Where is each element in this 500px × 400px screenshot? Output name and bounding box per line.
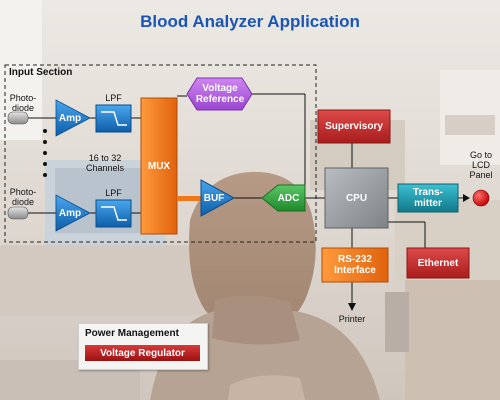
photodiode-bottom-label: Photo- diode: [6, 187, 40, 207]
lpf-bottom-label: LPF: [105, 188, 122, 198]
lcd-panel-label-line2: LCD: [471, 160, 490, 170]
voltage-reference-label: Voltage Reference: [190, 81, 250, 107]
transmitter-label-line1: Trans-: [412, 187, 443, 198]
amp-bottom-label: Amp: [58, 207, 82, 219]
photodiode-top-label: Photo- diode: [6, 93, 40, 113]
photodiode-bottom-label-line1: Photo-: [9, 187, 37, 197]
power-management-title: Power Management: [85, 328, 179, 339]
rs232-shape: [321, 247, 389, 283]
input-section-box: [4, 64, 317, 243]
cpu-label: CPU: [345, 192, 368, 204]
power-management-panel: Power Management Voltage Regulator: [78, 323, 208, 370]
rs232-label: RS-232 Interface: [322, 248, 388, 282]
supervisory-label: Supervisory: [325, 121, 383, 132]
channels-label-line2: Channels: [85, 163, 125, 173]
photodiode-bottom-icon: [7, 206, 29, 220]
lcd-panel-label-line1: Go to: [469, 150, 492, 160]
printer-label: Printer: [338, 314, 366, 324]
amp-top-shape: [55, 99, 91, 137]
channels-label: 16 to 32 Channels: [70, 153, 140, 173]
lpf-top-label: LPF: [105, 93, 122, 103]
voltage-reference-shape: [186, 77, 253, 111]
lcd-panel-label-line3: Panel: [469, 170, 493, 180]
transmitter-shape: [397, 183, 459, 213]
lpf-top-icon: [95, 104, 132, 133]
transmitter-label: Trans- mitter: [398, 184, 458, 212]
amp-top-label: Amp: [58, 112, 82, 124]
voltage-reference-label-line2: Reference: [195, 94, 245, 105]
cpu-shape: [324, 167, 389, 229]
ethernet-label: Ethernet: [417, 257, 459, 269]
rs232-label-line1: RS-232: [338, 254, 372, 265]
rs232-label-line2: Interface: [334, 265, 376, 276]
lcd-panel-label: Go to LCD Panel: [462, 150, 500, 180]
photodiode-top-icon: [7, 111, 29, 125]
amp-bottom-shape: [55, 194, 91, 232]
adc-shape: [261, 184, 306, 212]
lpf-bottom-icon: [95, 199, 132, 228]
photodiode-top-label-line1: Photo-: [9, 93, 37, 103]
photodiode-top-label-line2: diode: [11, 103, 35, 113]
adc-label: ADC: [277, 192, 300, 204]
transmitter-label-line2: mitter: [414, 198, 442, 209]
lcd-indicator-icon: [472, 189, 490, 207]
channels-label-line1: 16 to 32: [88, 153, 122, 163]
page-title: Blood Analyzer Application: [140, 12, 360, 31]
mux-shape: [140, 97, 178, 235]
voltage-regulator-button[interactable]: Voltage Regulator: [85, 345, 200, 361]
ethernet-shape: [406, 247, 470, 279]
buf-label: BUF: [203, 192, 225, 204]
mux-label: MUX: [147, 160, 171, 172]
supervisory-shape: [317, 109, 391, 144]
input-section-title: Input Section: [9, 67, 73, 78]
buf-shape: [200, 179, 236, 217]
voltage-reference-label-line1: Voltage: [202, 83, 238, 94]
photodiode-bottom-label-line2: diode: [11, 197, 35, 207]
